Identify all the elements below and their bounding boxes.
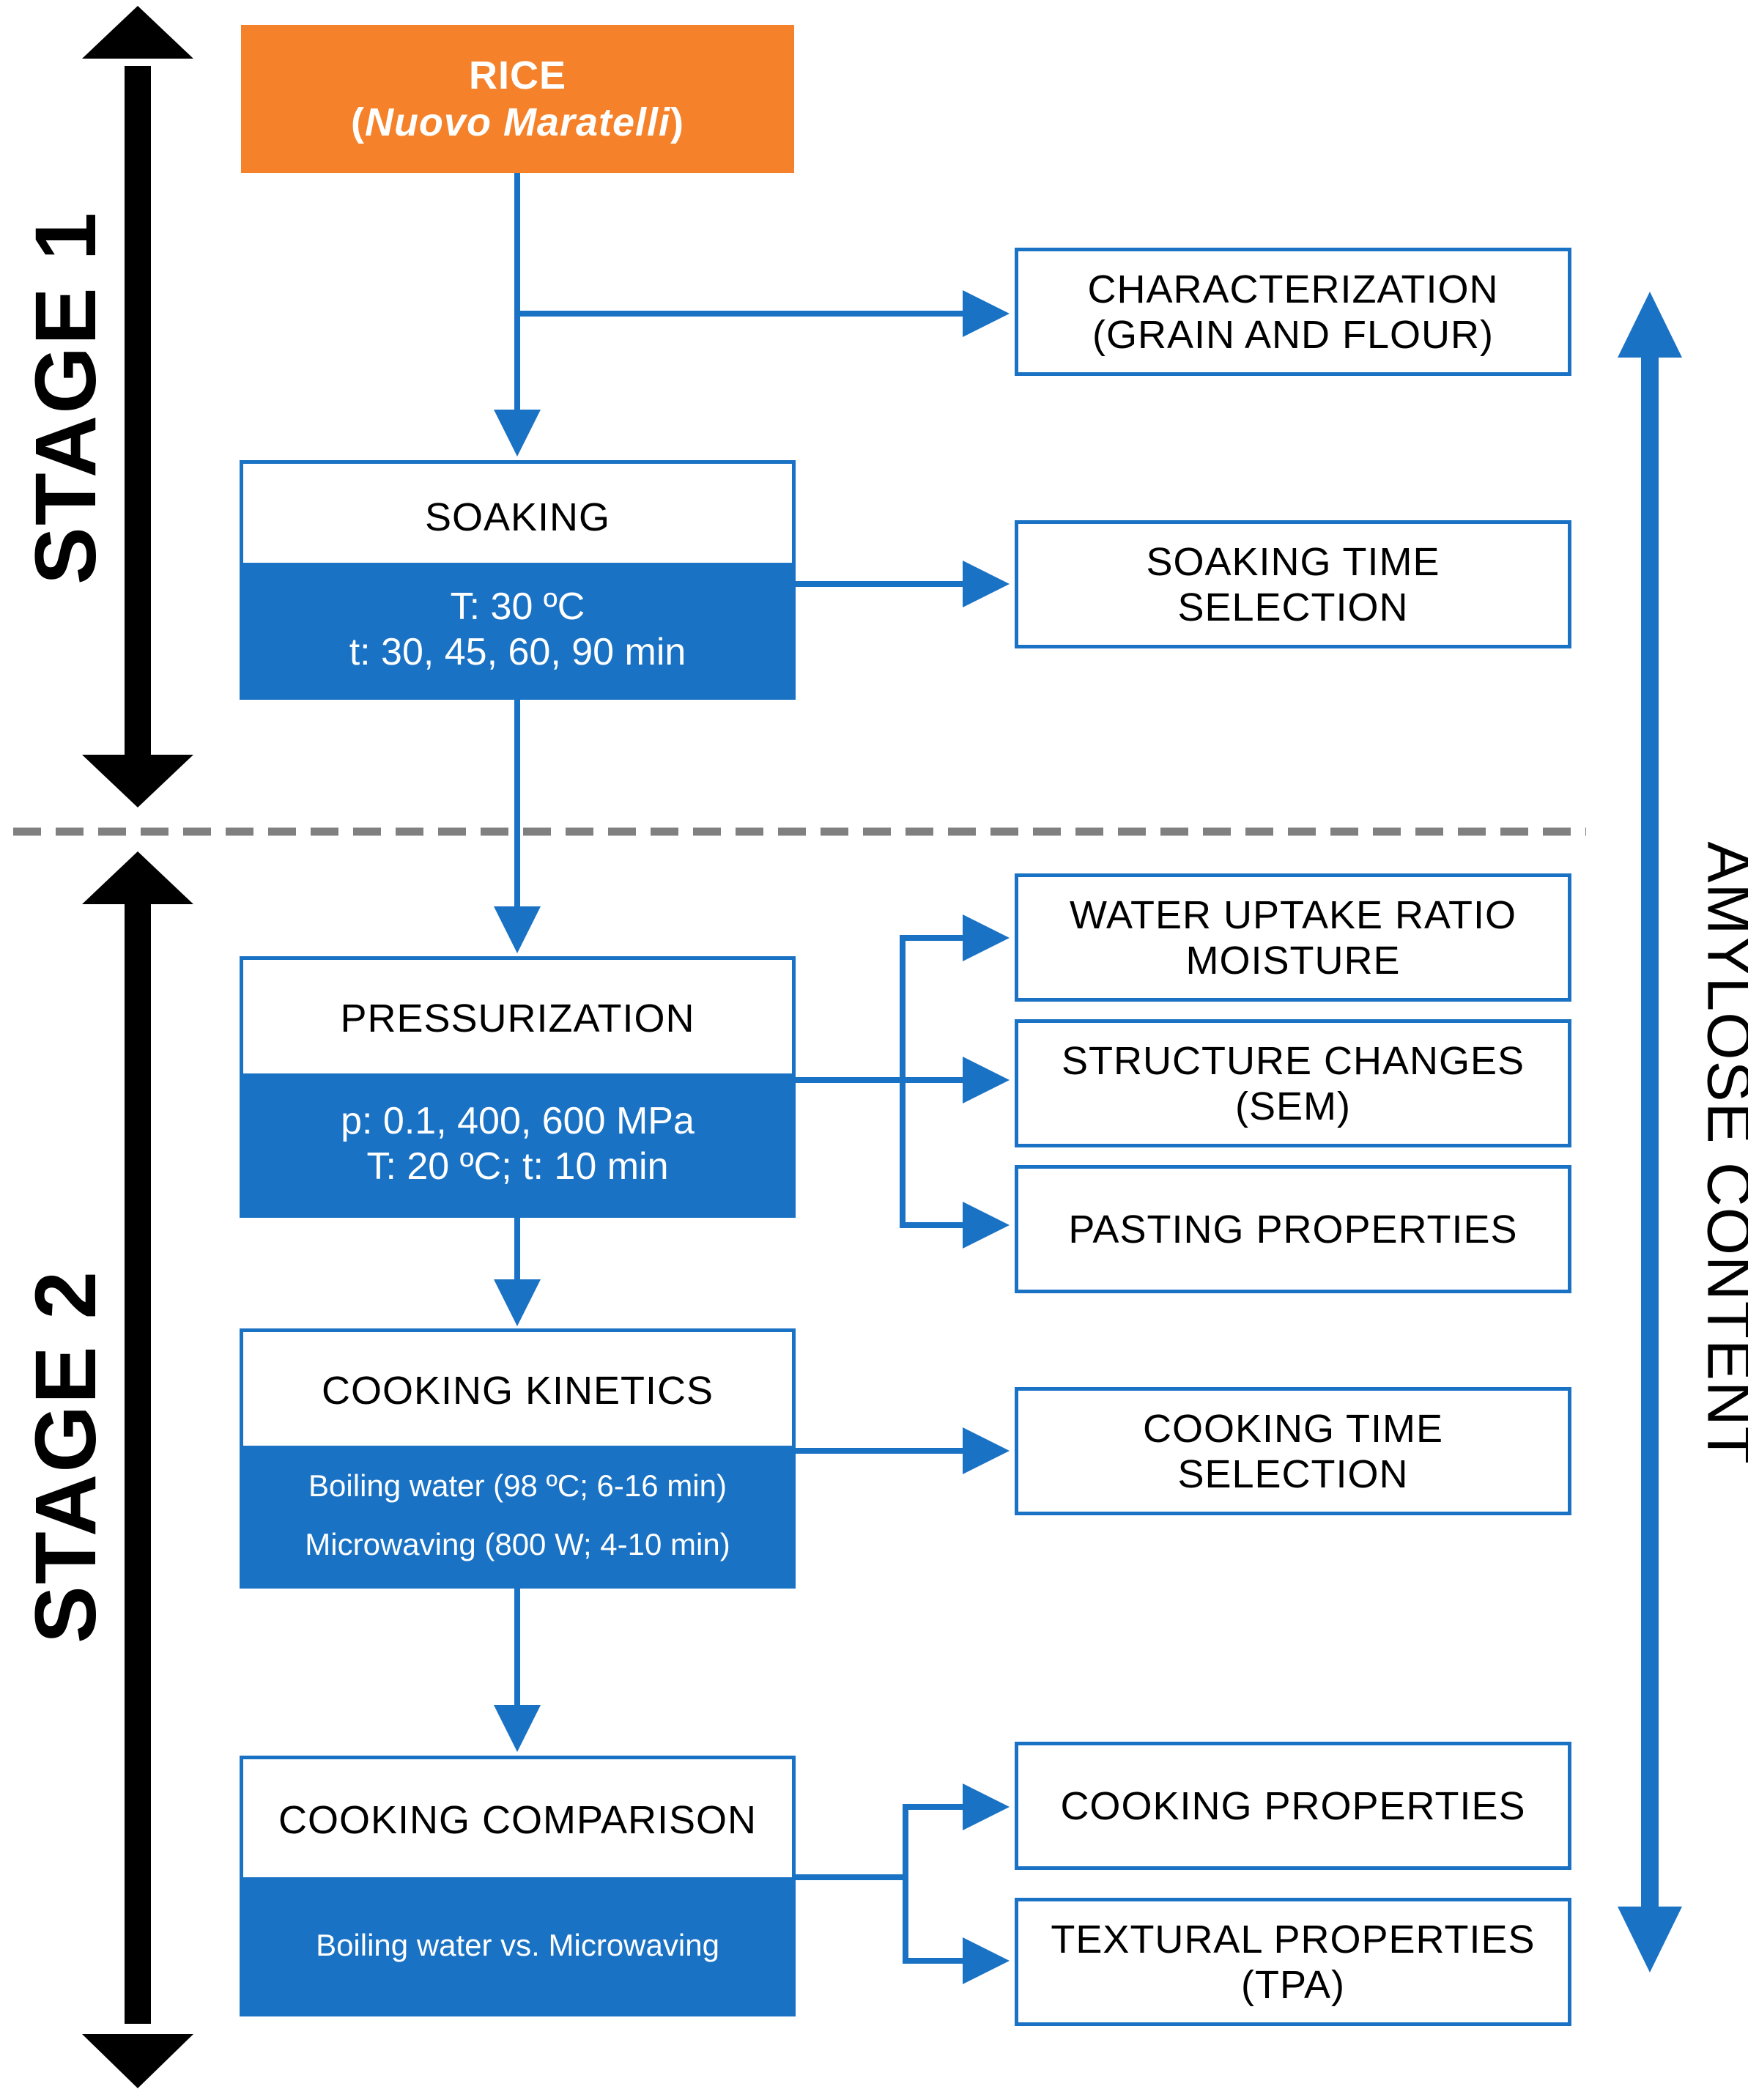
rice-box: RICE (Nuovo Maratelli) <box>241 25 794 173</box>
cooking-kinetics-title: COOKING KINETICS <box>321 1369 714 1413</box>
pressurization-box: PRESSURIZATION p: 0.1, 400, 600 MPa T: 2… <box>240 956 796 1218</box>
cooking-comparison-title: COOKING COMPARISON <box>278 1798 758 1842</box>
cooking-kinetics-boiling: Boiling water (98 ºC; 6-16 min) <box>308 1468 727 1503</box>
cooking-time-selection-box: COOKING TIME SELECTION <box>1015 1387 1571 1515</box>
cooking-time-line2: SELECTION <box>1177 1452 1409 1496</box>
cooking-comparison-params: Boiling water vs. Microwaving <box>243 1877 792 2013</box>
structure-changes-box: STRUCTURE CHANGES (SEM) <box>1015 1019 1571 1147</box>
structure-line2: (SEM) <box>1235 1084 1351 1128</box>
pressurization-params: p: 0.1, 400, 600 MPa T: 20 ºC; t: 10 min <box>243 1073 792 1214</box>
cooking-kinetics-microwave: Microwaving (800 W; 4-10 min) <box>305 1527 730 1561</box>
water-uptake-box: WATER UPTAKE RATIO MOISTURE <box>1015 873 1571 1002</box>
cooking-comparison-box: COOKING COMPARISON Boiling water vs. Mic… <box>240 1756 796 2016</box>
soaking-param-temp: T: 30 ºC <box>450 585 585 628</box>
soaking-time-selection-box: SOAKING TIME SELECTION <box>1015 520 1571 648</box>
soaking-param-time: t: 30, 45, 60, 90 min <box>349 631 686 673</box>
pressurization-param-temp-time: T: 20 ºC; t: 10 min <box>366 1145 669 1188</box>
soaking-time-line2: SELECTION <box>1177 585 1409 629</box>
soaking-time-line1: SOAKING TIME <box>1146 539 1440 584</box>
cooking-comparison-method: Boiling water vs. Microwaving <box>316 1927 719 1962</box>
pasting-properties-box: PASTING PROPERTIES <box>1015 1165 1571 1293</box>
rice-variety-line: (Nuovo Maratelli) <box>350 100 685 144</box>
stage1-double-arrow <box>82 6 193 807</box>
rice-title: RICE <box>468 53 566 97</box>
textural-line1: TEXTURAL PROPERTIES <box>1051 1917 1536 1962</box>
amylose-content-label: AMYLOSE CONTENT <box>1695 841 1748 1465</box>
pressurization-param-pressure: p: 0.1, 400, 600 MPa <box>341 1100 695 1142</box>
water-uptake-line2: MOISTURE <box>1185 938 1401 983</box>
textural-line2: (TPA) <box>1241 1962 1345 2007</box>
rice-variety: Nuovo Maratelli <box>364 100 671 144</box>
water-uptake-line1: WATER UPTAKE RATIO <box>1069 892 1517 937</box>
structure-line1: STRUCTURE CHANGES <box>1061 1038 1525 1083</box>
cooking-properties-line1: COOKING PROPERTIES <box>1060 1783 1526 1828</box>
pressurization-title: PRESSURIZATION <box>340 997 695 1040</box>
characterization-line2: (GRAIN AND FLOUR) <box>1092 312 1495 357</box>
pasting-line1: PASTING PROPERTIES <box>1068 1207 1518 1252</box>
amylose-double-arrow <box>1618 292 1682 1973</box>
textural-properties-box: TEXTURAL PROPERTIES (TPA) <box>1015 1898 1571 2026</box>
cooking-properties-box: COOKING PROPERTIES <box>1015 1742 1571 1870</box>
soaking-box: SOAKING T: 30 ºC t: 30, 45, 60, 90 min <box>240 460 796 700</box>
cooking-kinetics-box: COOKING KINETICS Boiling water (98 ºC; 6… <box>240 1328 796 1589</box>
characterization-line1: CHARACTERIZATION <box>1087 267 1499 311</box>
soaking-title: SOAKING <box>424 495 611 539</box>
cooking-kinetics-params: Boiling water (98 ºC; 6-16 min) Microwav… <box>243 1446 792 1585</box>
cooking-time-line1: COOKING TIME <box>1142 1406 1444 1451</box>
stage2-double-arrow <box>82 851 193 2088</box>
characterization-box: CHARACTERIZATION (GRAIN AND FLOUR) <box>1015 248 1571 376</box>
soaking-params: T: 30 ºC t: 30, 45, 60, 90 min <box>243 563 792 696</box>
stage1-label: STAGE 1 <box>18 210 114 585</box>
stage2-label: STAGE 2 <box>18 1269 114 1644</box>
